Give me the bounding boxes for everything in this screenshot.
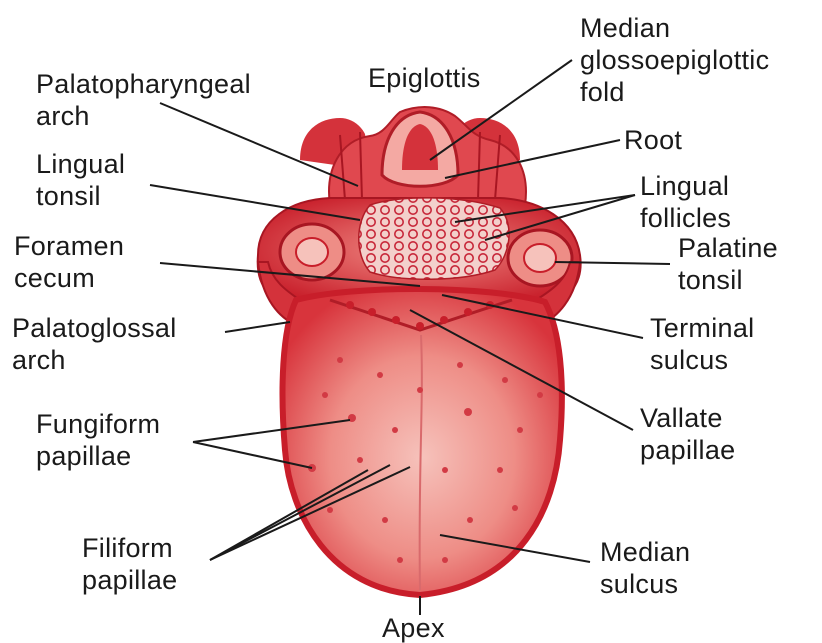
label-line: arch [12,344,177,376]
label-lingual-tonsil: Lingual tonsil [36,148,125,212]
label-line: Lingual [640,170,731,202]
label-foramen-cecum: Foramen cecum [14,230,124,294]
label-line: sulcus [600,568,690,600]
label-line: cecum [14,262,124,294]
label-line: follicles [640,202,731,234]
label-palatoglossal-arch: Palatoglossal arch [12,312,177,376]
line-palatoglossal-arch [225,322,290,332]
label-line: arch [36,100,251,132]
label-line: Foramen [14,230,124,262]
epiglottis-structure [300,107,526,205]
label-line: papillae [82,564,177,596]
label-palatine-tonsil: Palatine tonsil [678,232,778,296]
label-line: tonsil [36,180,125,212]
label-line: papillae [36,440,160,472]
label-root: Root [624,124,682,156]
label-line: Vallate [640,402,735,434]
label-line: Palatine [678,232,778,264]
label-apex: Apex [382,612,445,643]
label-filiform-papillae: Filiform papillae [82,532,177,596]
label-line: Palatoglossal [12,312,177,344]
label-line: tonsil [678,264,778,296]
label-line: Epiglottis [368,62,481,94]
label-line: Terminal [650,312,754,344]
label-line: Median [600,536,690,568]
label-line: sulcus [650,344,754,376]
label-lingual-follicles: Lingual follicles [640,170,731,234]
label-line: papillae [640,434,735,466]
label-palatopharyngeal-arch: Palatopharyngeal arch [36,68,251,132]
label-line: Lingual [36,148,125,180]
label-terminal-sulcus: Terminal sulcus [650,312,754,376]
label-median-sulcus: Median sulcus [600,536,690,600]
label-line: glossoepiglottic [580,44,769,76]
label-line: fold [580,76,769,108]
label-epiglottis: Epiglottis [368,62,481,94]
label-line: Root [624,124,682,156]
label-median-glossoepiglottic-fold: Median glossoepiglottic fold [580,12,769,108]
label-vallate-papillae: Vallate papillae [640,402,735,466]
label-fungiform-papillae: Fungiform papillae [36,408,160,472]
label-line: Palatopharyngeal [36,68,251,100]
label-line: Filiform [82,532,177,564]
label-line: Apex [382,612,445,643]
label-line: Median [580,12,769,44]
label-line: Fungiform [36,408,160,440]
